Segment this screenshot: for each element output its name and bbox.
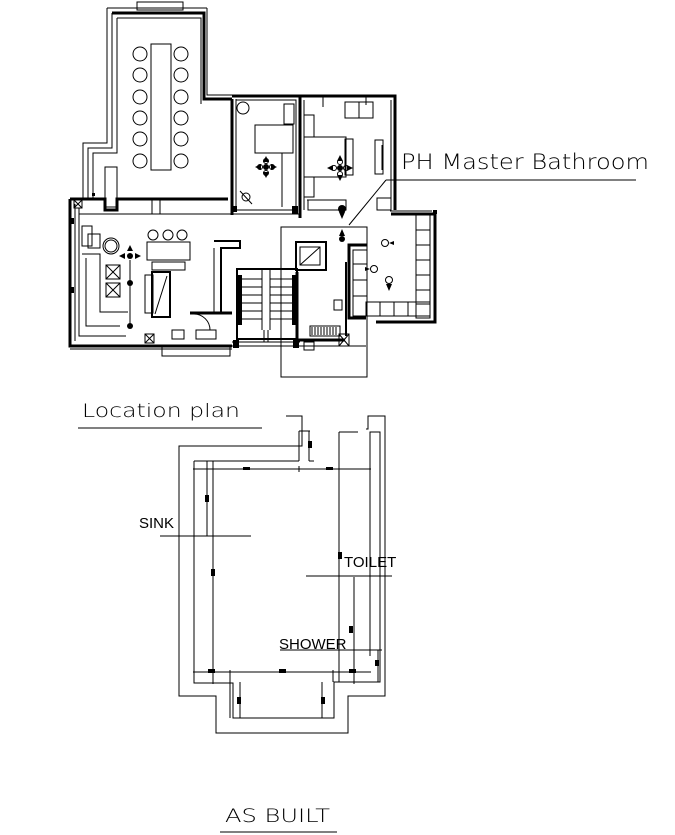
bathroom-callout-leader bbox=[348, 179, 636, 226]
bedroom-1 bbox=[230, 94, 300, 215]
staircase bbox=[236, 268, 298, 342]
light-fixture-icon bbox=[119, 245, 141, 259]
living-kitchen bbox=[68, 197, 366, 357]
as-built-title: AS BUILT bbox=[225, 805, 330, 827]
bathroom-as-built-plan bbox=[160, 415, 392, 734]
location-plan: PH Master Bathroom bbox=[68, 1, 649, 378]
east-room bbox=[347, 197, 437, 324]
dining-room bbox=[82, 1, 294, 208]
location-plan-title: Location plan bbox=[82, 400, 240, 422]
label-sink: SINK bbox=[139, 515, 174, 532]
label-shower: SHOWER bbox=[279, 636, 347, 653]
callout-label-ph-master-bathroom: PH Master Bathroom bbox=[401, 150, 649, 174]
vent-grille bbox=[311, 327, 337, 335]
light-fixture-icon bbox=[255, 156, 277, 178]
light-fixture-icon bbox=[327, 155, 353, 181]
fixture-markers bbox=[205, 441, 379, 704]
label-toilet: TOILET bbox=[344, 554, 396, 571]
master-bedroom bbox=[298, 94, 397, 219]
